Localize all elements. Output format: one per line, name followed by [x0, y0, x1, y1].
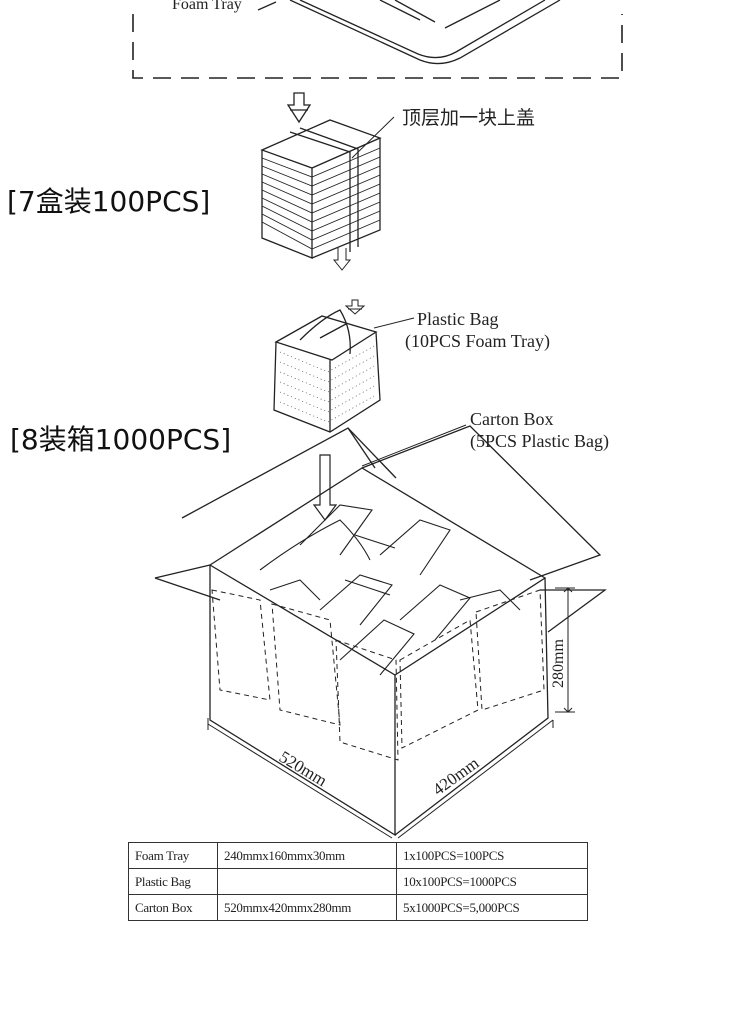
table-cell: 1x100PCS=100PCS [396, 842, 588, 869]
table-cell: 240mmx160mmx30mm [217, 842, 397, 869]
table-cell [217, 868, 397, 895]
top-cover-callout: 顶层加一块上盖 [402, 107, 535, 129]
tray-frame [132, 14, 623, 79]
step-7-label: [7盒装100PCS] [7, 185, 211, 218]
plastic-bag-callout-line2: (10PCS Foam Tray) [405, 331, 550, 352]
down-arrow-icon [286, 92, 312, 124]
down-arrow-icon [344, 299, 366, 315]
stack-icon [260, 119, 382, 271]
carton-box-callout-line2: (5PCS Plastic Bag) [470, 431, 609, 452]
dimension-length: 520mm [276, 747, 330, 790]
table-row: Foam Tray 240mmx160mmx30mm 1x100PCS=100P… [128, 842, 588, 869]
table-cell: 520mmx420mmx280mm [217, 894, 397, 921]
foam-tray-icon [257, 0, 561, 65]
plastic-bag-callout-line1: Plastic Bag [417, 309, 499, 329]
spec-table: Foam Tray 240mmx160mmx30mm 1x100PCS=100P… [128, 842, 588, 921]
foam-tray-callout: Foam Tray [172, 0, 242, 13]
dimension-height: 280mm [550, 639, 567, 688]
carton-box-callout-line1: Carton Box [470, 409, 554, 429]
table-cell: Carton Box [128, 894, 218, 921]
table-row: Carton Box 520mmx420mmx280mm 5x1000PCS=5… [128, 894, 588, 921]
carton-box-icon [154, 425, 607, 839]
table-cell: Plastic Bag [128, 868, 218, 895]
table-cell: 10x100PCS=1000PCS [396, 868, 588, 895]
table-cell: 5x1000PCS=5,000PCS [396, 894, 588, 921]
step-8-label: [8装箱1000PCS] [10, 423, 232, 456]
dimension-width: 420mm [429, 753, 482, 799]
table-cell: Foam Tray [128, 842, 218, 869]
plastic-bag-icon [273, 309, 381, 433]
table-row: Plastic Bag 10x100PCS=1000PCS [128, 868, 588, 895]
